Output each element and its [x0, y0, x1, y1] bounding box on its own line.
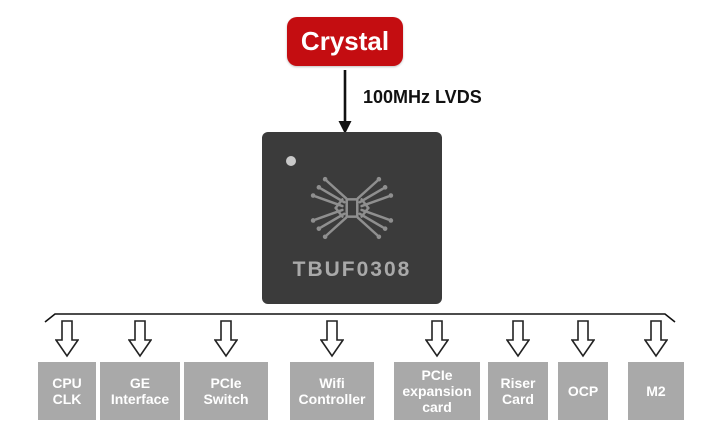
pin1-dot-icon	[286, 156, 296, 166]
target-box-pcie-expansion: PCIe expansion card	[394, 362, 480, 420]
target-box-m2: M2	[628, 362, 684, 420]
block-down-arrow-icon	[214, 320, 238, 358]
target-box-pcie-switch: PCIe Switch	[184, 362, 268, 420]
block-down-arrow-icon	[425, 320, 449, 358]
distribution-line	[44, 313, 676, 323]
target-box-ocp: OCP	[558, 362, 608, 420]
block-down-arrow-icon	[571, 320, 595, 358]
block-down-arrow-icon	[320, 320, 344, 358]
target-label: OCP	[567, 382, 599, 399]
crystal-label: Crystal	[300, 26, 390, 56]
target-box-riser-card: Riser Card	[488, 362, 548, 420]
target-label: PCIe expansion card	[402, 366, 472, 416]
target-box-cpu-clk: CPU CLK	[38, 362, 96, 420]
clock-buffer-chip: TBUF0308	[262, 132, 442, 304]
target-label: GE Interface	[110, 374, 170, 407]
target-label: CPU CLK	[52, 374, 82, 407]
block-down-arrow-icon	[644, 320, 668, 358]
chip-label: TBUF0308	[292, 258, 412, 281]
signal-label: 100MHz LVDS	[363, 87, 482, 107]
block-down-arrow-icon	[506, 320, 530, 358]
target-label: PCIe Switch	[203, 374, 249, 407]
target-label: Riser Card	[500, 374, 536, 407]
target-label: M2	[646, 382, 666, 399]
crystal-source-box: Crystal	[287, 17, 403, 66]
block-down-arrow-icon	[55, 320, 79, 358]
target-label: Wifi Controller	[298, 374, 366, 407]
block-down-arrow-icon	[128, 320, 152, 358]
target-box-wifi-controller: Wifi Controller	[290, 362, 374, 420]
target-box-ge-interface: GE Interface	[100, 362, 180, 420]
trace-x-logo-icon	[310, 176, 394, 240]
down-arrow-icon	[338, 70, 352, 134]
